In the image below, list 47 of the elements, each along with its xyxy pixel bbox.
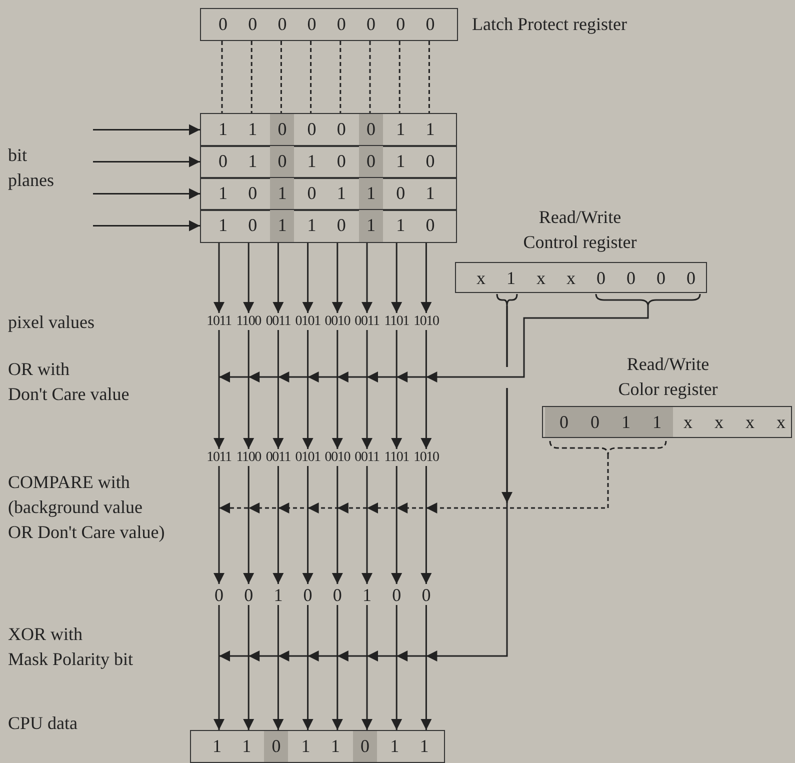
step-label: bit planes [8, 144, 54, 192]
register-box [200, 145, 457, 179]
pixel-value: 1101 [384, 314, 409, 330]
result-bit: 0 [244, 585, 254, 605]
pixel-value: 1100 [236, 314, 261, 330]
result-bit: 0 [392, 585, 402, 605]
step-label: COMPARE with (background value OR Don't Care value) [8, 471, 165, 544]
pixel-value: 0101 [295, 450, 320, 466]
pixel-value: 0010 [324, 450, 350, 466]
result-bit: 0 [214, 585, 224, 605]
step-label: OR with Don't Care value [8, 358, 130, 406]
register-title: Read/Write Color register [617, 353, 719, 401]
result-bit: 0 [332, 585, 342, 605]
register-box [200, 113, 457, 147]
step-label: XOR with Mask Polarity bit [8, 623, 134, 671]
pixel-value: 1010 [414, 450, 439, 466]
pixel-value: 1011 [206, 450, 232, 466]
register-box [200, 8, 458, 41]
pixel-value: 0011 [266, 450, 291, 466]
bit-values: 1 1 0 1 1 0 1 1 [212, 736, 429, 756]
bit-values: 0 1 0 1 0 0 1 0 [218, 151, 435, 171]
result-bit: 0 [422, 585, 431, 605]
register-title: Read/Write Control register [522, 206, 638, 254]
register-box [200, 177, 457, 211]
bit-values: 1 0 1 0 1 1 0 1 [218, 183, 435, 203]
pixel-value: 0011 [354, 450, 380, 466]
result-bit: 0 [303, 585, 312, 605]
pixel-value: 1011 [206, 314, 232, 330]
result-bit: 1 [362, 585, 372, 605]
bit-values: 1 1 0 0 0 0 1 1 [218, 119, 435, 139]
bit-values: 0 0 1 1 x x x x [560, 412, 786, 432]
pixel-value: 0011 [354, 314, 380, 330]
pixel-value: 1010 [414, 314, 439, 330]
result-bit: 1 [274, 585, 283, 605]
pixel-value: 0010 [324, 314, 350, 330]
pixel-value: 0011 [266, 314, 291, 330]
step-label: CPU data [8, 712, 78, 735]
bit-values: x 1 x x 0 0 0 0 [476, 268, 696, 288]
register-name: Latch Protect register [472, 13, 627, 36]
register-box [190, 730, 445, 763]
register-box [200, 209, 457, 243]
step-label: pixel values [8, 311, 94, 334]
pixel-value: 1101 [384, 450, 409, 466]
pixel-value: 1100 [236, 450, 261, 466]
bit-values: 0 0 0 0 0 0 0 0 [218, 14, 435, 34]
pixel-value: 0101 [295, 314, 320, 330]
bit-values: 1 0 1 1 0 1 1 0 [218, 215, 435, 235]
